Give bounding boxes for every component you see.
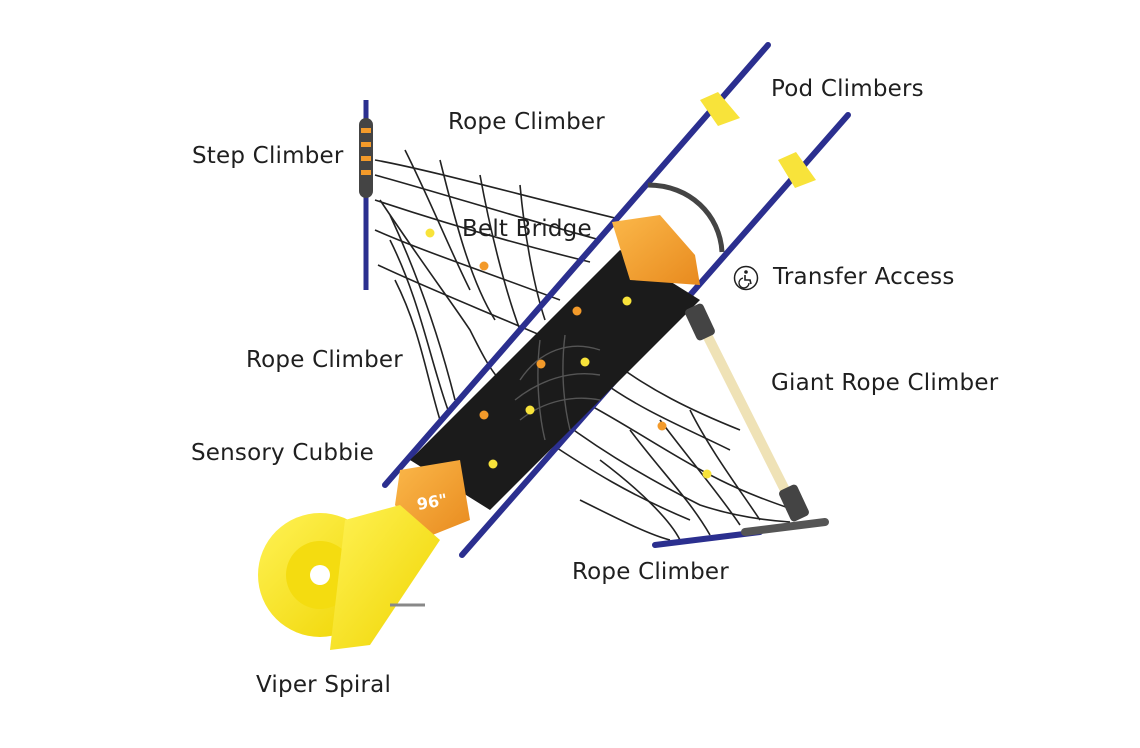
giant-rope-climber [685,303,829,536]
pod-climbers [700,92,816,188]
label-transfer-access: Transfer Access [773,264,955,290]
step-climber [359,100,373,290]
viper-spiral-slide [258,505,440,650]
label-viper-spiral: Viper Spiral [256,672,392,698]
label-giant-rope-climber: Giant Rope Climber [771,370,999,396]
label-rope-climber-bottom: Rope Climber [572,559,729,585]
accent-dots [425,228,712,479]
deck-rope-web [514,334,601,441]
label-rope-climber-middle: Rope Climber [246,347,403,373]
label-belt-bridge: Belt Bridge [462,216,592,242]
label-sensory-cubbie: Sensory Cubbie [191,440,374,466]
label-step-climber: Step Climber [192,143,344,169]
transfer-arch [647,182,725,253]
label-pod-climbers: Pod Climbers [771,76,924,102]
rope-climber-net-right [544,359,801,541]
label-rope-climber-top: Rope Climber [448,109,605,135]
wheelchair-icon [733,265,759,291]
